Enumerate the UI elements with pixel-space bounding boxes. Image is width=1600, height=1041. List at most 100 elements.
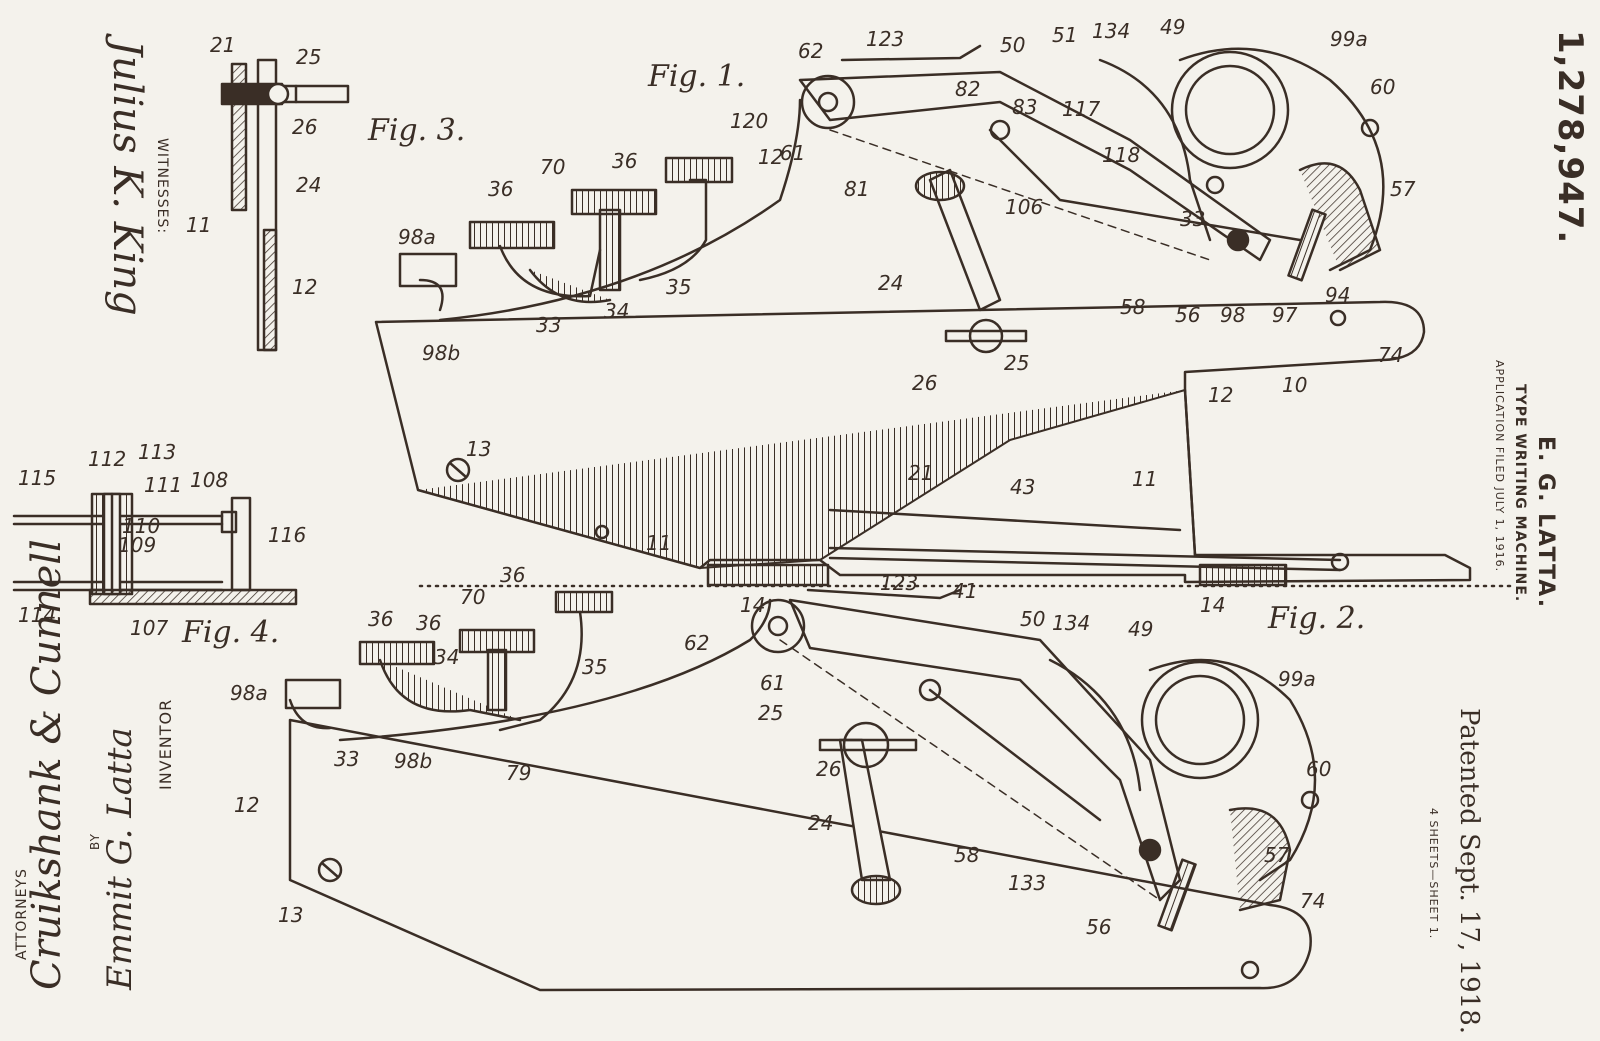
fig1-ref-33: 33 <box>1180 207 1205 231</box>
fig3-ref-25: 25 <box>296 45 321 69</box>
fig2-ref-50: 50 <box>1020 607 1045 631</box>
fig2-ref-34: 34 <box>434 645 459 669</box>
fig3-ref-26: 26 <box>292 115 317 139</box>
fig4-ref-113: 113 <box>138 440 176 464</box>
invention-title: TYPE WRITING MACHINE. <box>1512 384 1528 603</box>
fig1-ref-82: 82 <box>955 77 980 101</box>
fig1-ref-12: 12 <box>1208 383 1233 407</box>
fig2-ref-33: 33 <box>334 747 359 771</box>
application-filed: APPLICATION FILED JULY 1, 1916. <box>1493 360 1506 573</box>
fig1-ref-61: 61 <box>780 141 805 165</box>
fig4-label: Fig. 4. <box>181 615 279 650</box>
fig2-ref-98b: 98b <box>394 749 432 773</box>
fig1-ref-43: 43 <box>1010 475 1035 499</box>
fig2-ref-74: 74 <box>1300 889 1325 913</box>
fig2-ref-57: 57 <box>1264 843 1290 867</box>
fig1-ref-34: 34 <box>604 299 629 323</box>
fig1-ref-24: 24 <box>878 271 903 295</box>
inventor-short-name: E. G. LATTA. <box>1533 436 1558 610</box>
fig2-ref-24: 24 <box>808 811 833 835</box>
fig1-ref-26: 26 <box>912 371 937 395</box>
fig3-ref-24: 24 <box>296 173 321 197</box>
fig2-ref-35: 35 <box>582 655 607 679</box>
fig1-ref-60: 60 <box>1370 75 1395 99</box>
fig2-ref-134: 134 <box>1052 611 1090 635</box>
fig2-ref-79: 79 <box>506 761 531 785</box>
fig1-ref-49: 49 <box>1160 15 1185 39</box>
fig2-ref-36: 36 <box>416 611 441 635</box>
fig1-ref-11: 11 <box>646 531 671 555</box>
fig4-ref-115: 115 <box>18 466 56 490</box>
fig1-ref-10: 10 <box>1282 373 1307 397</box>
fig2-ref-70: 70 <box>460 585 485 609</box>
fig1-ref-25: 25 <box>1004 351 1029 375</box>
fig4-ref-110: 110 <box>122 514 160 538</box>
fig1-ref-36: 36 <box>488 177 513 201</box>
sheet-count: 4 SHEETS—SHEET 1. <box>1427 808 1440 940</box>
fig1-ref-123: 123 <box>866 27 904 51</box>
fig4-section-drawing <box>12 492 298 606</box>
fig1-label: Fig. 1. <box>647 59 745 94</box>
fig4-ref-108: 108 <box>190 468 228 492</box>
fig1-ref-99a: 99a <box>1330 27 1368 51</box>
fig2-ref-56: 56 <box>1086 915 1111 939</box>
inventor-name: Emmit G. Latta <box>100 727 140 990</box>
fig3-ref-12: 12 <box>292 275 317 299</box>
fig2-label: Fig. 2. <box>1267 601 1365 636</box>
fig1-ref-120: 120 <box>730 109 768 133</box>
fig3-section-drawing <box>220 58 350 352</box>
fig1-ref-94: 94 <box>1325 283 1350 307</box>
fig4-ref-111: 111 <box>144 473 182 497</box>
fig2-ref-13: 13 <box>278 903 303 927</box>
fig1-ref-14: 14 <box>1200 593 1225 617</box>
fig1-ref-70: 70 <box>540 155 565 179</box>
fig4-ref-107: 107 <box>130 616 168 640</box>
fig2-ref-61: 61 <box>760 671 785 695</box>
fig2-ref-49: 49 <box>1128 617 1153 641</box>
fig1-ref-33: 33 <box>536 313 561 337</box>
fig1-ref-117: 117 <box>1062 97 1100 121</box>
fig1-ref-106: 106 <box>1005 195 1043 219</box>
fig1-ref-97: 97 <box>1272 303 1298 327</box>
fig1-ref-74: 74 <box>1378 343 1403 367</box>
fig1-ref-62: 62 <box>798 39 823 63</box>
fig1-ref-118: 118 <box>1102 143 1140 167</box>
fig1-ref-12: 12 <box>758 145 783 169</box>
fig1-drawing <box>374 44 1512 588</box>
fig4-ref-112: 112 <box>88 447 126 471</box>
fig2-ref-133: 133 <box>1008 871 1046 895</box>
fig2-ref-98a: 98a <box>230 681 268 705</box>
fig1-ref-134: 134 <box>1092 19 1130 43</box>
fig1-ref-14: 14 <box>740 593 765 617</box>
fig2-drawing <box>284 588 1320 992</box>
fig1-ref-13: 13 <box>466 437 491 461</box>
fig2-ref-36: 36 <box>368 607 393 631</box>
fig1-ref-57: 57 <box>1390 177 1416 201</box>
attorney-signature: Cruikshank & Cunnell <box>24 539 70 990</box>
patented-date: Patented Sept. 17, 1918. <box>1454 708 1484 1035</box>
attorneys-label: ATTORNEYS <box>14 868 30 960</box>
patent-number: 1,278,947. <box>1550 30 1590 245</box>
fig2-ref-99a: 99a <box>1278 667 1316 691</box>
witness-signature: Julius K. King <box>104 40 150 316</box>
fig1-ref-81: 81 <box>844 177 869 201</box>
fig1-ref-98b: 98b <box>422 341 460 365</box>
fig2-ref-60: 60 <box>1306 757 1331 781</box>
witnesses-label: WITNESSES: <box>154 138 170 235</box>
fig2-ref-26: 26 <box>816 757 841 781</box>
fig2-ref-36: 36 <box>500 563 525 587</box>
by-label: BY <box>88 833 102 850</box>
fig1-ref-50: 50 <box>1000 33 1025 57</box>
fig1-ref-51: 51 <box>1052 23 1077 47</box>
fig1-ref-98a: 98a <box>398 225 436 249</box>
fig2-ref-58: 58 <box>954 843 979 867</box>
fig1-ref-58: 58 <box>1120 295 1145 319</box>
fig1-ref-35: 35 <box>666 275 691 299</box>
fig3-label: Fig. 3. <box>367 113 465 148</box>
fig1-ref-36: 36 <box>612 149 637 173</box>
fig4-ref-116: 116 <box>268 523 306 547</box>
fig4-ref-109: 109 <box>118 533 156 557</box>
fig1-ref-11: 11 <box>1132 467 1157 491</box>
